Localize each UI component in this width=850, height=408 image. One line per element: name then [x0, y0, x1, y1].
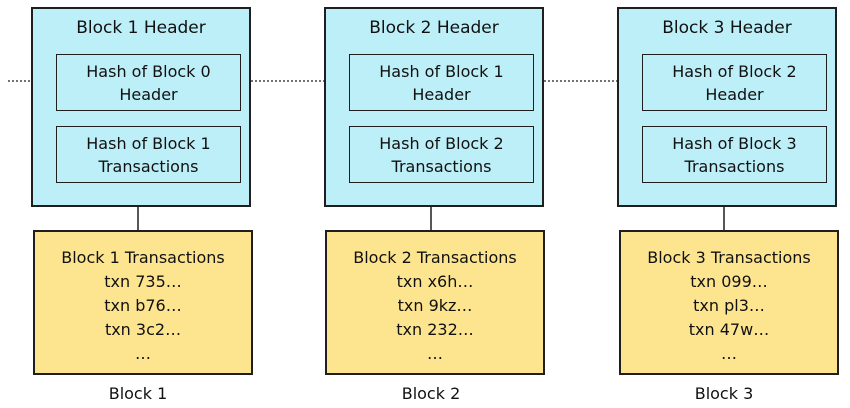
block2-txn-ellipsis: … — [427, 344, 443, 363]
block1-header-box: Block 1 Header Hash of Block 0 Header Ha… — [31, 7, 251, 207]
block1-transactions-box: Block 1 Transactions txn 735… txn b76… t… — [33, 230, 253, 375]
block2-label: Block 2 — [401, 384, 461, 403]
block1-label: Block 1 — [108, 384, 168, 403]
block1-previous-hash-box: Hash of Block 0 Header — [56, 54, 241, 111]
block1-txn-line: txn 3c2… — [104, 320, 182, 339]
block2-txn-line: txn 232… — [396, 320, 474, 339]
block3-txn-line: txn 099… — [690, 272, 768, 291]
block3-txn-ellipsis: … — [721, 344, 737, 363]
block1-transactions-hash-box: Hash of Block 1 Transactions — [56, 126, 241, 183]
block2-header-title: Block 2 Header — [369, 18, 499, 38]
block2-header-box: Block 2 Header Hash of Block 1 Header Ha… — [324, 7, 544, 207]
block3-previous-hash-box: Hash of Block 2 Header — [642, 54, 827, 111]
block2-transactions-hash-box: Hash of Block 2 Transactions — [349, 126, 534, 183]
block2-transactions-box: Block 2 Transactions txn x6h… txn 9kz… t… — [325, 230, 545, 375]
block2-previous-hash-box: Hash of Block 1 Header — [349, 54, 534, 111]
block2-txn-line: txn 9kz… — [397, 296, 473, 315]
block2-transactions-title: Block 2 Transactions — [353, 248, 517, 267]
block1-txn-line: txn 735… — [104, 272, 182, 291]
block3-transactions-box: Block 3 Transactions txn 099… txn pl3… t… — [619, 230, 839, 375]
block1-txn-line: txn b76… — [104, 296, 182, 315]
block3-label: Block 3 — [694, 384, 754, 403]
block3-header-box: Block 3 Header Hash of Block 2 Header Ha… — [617, 7, 837, 207]
block1-header-title: Block 1 Header — [76, 18, 206, 38]
block3-txn-line: txn pl3… — [693, 296, 765, 315]
block3-transactions-title: Block 3 Transactions — [647, 248, 811, 267]
block3-header-title: Block 3 Header — [662, 18, 792, 38]
block1-transactions-title: Block 1 Transactions — [61, 248, 225, 267]
block3-txn-line: txn 47w… — [688, 320, 770, 339]
block1-txn-ellipsis: … — [135, 344, 151, 363]
block2-txn-line: txn x6h… — [396, 272, 474, 291]
block3-transactions-hash-box: Hash of Block 3 Transactions — [642, 126, 827, 183]
